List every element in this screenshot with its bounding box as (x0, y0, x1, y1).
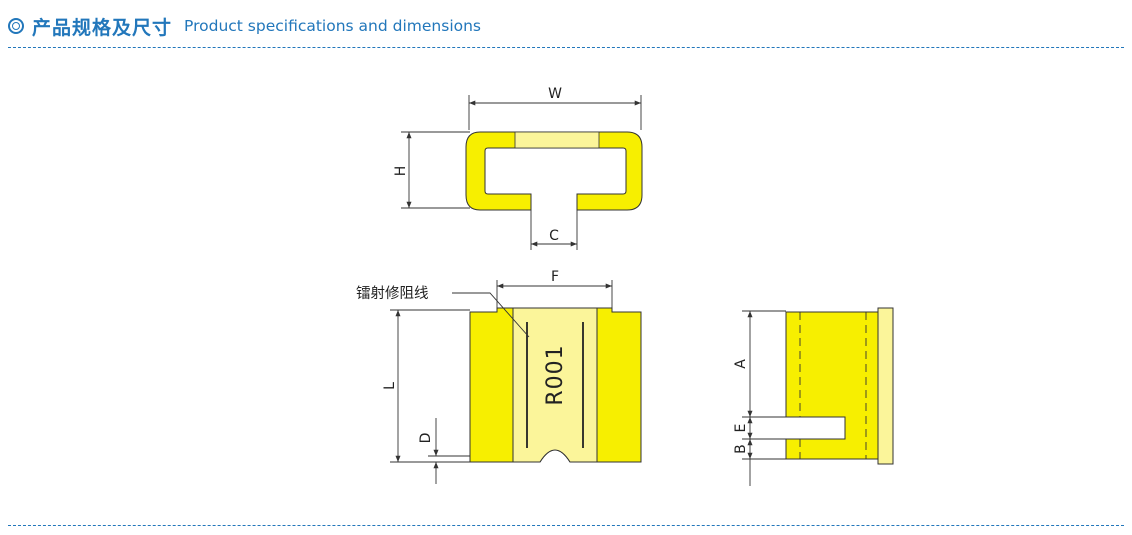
dim-h-label: H (393, 166, 409, 177)
side-view-end-cap (877, 307, 894, 465)
dim-w-label: W (548, 86, 562, 102)
double-circle-icon (8, 18, 24, 34)
top-view: W H C (393, 86, 643, 250)
dim-f-label: F (551, 269, 559, 285)
dim-l-label: L (382, 382, 398, 390)
dim-a-label: A (733, 359, 749, 369)
dim-e-label: E (733, 424, 749, 433)
dim-d-label: D (418, 433, 434, 444)
callout-leader (452, 292, 530, 338)
front-view-center-band (512, 307, 598, 463)
dim-b-label: B (733, 444, 749, 454)
dim-c-label: C (549, 228, 559, 244)
resistor-marking: R001 (543, 344, 568, 405)
section-header: 产品规格及尺寸 Product specifications and dimen… (8, 12, 481, 40)
front-view: R001 镭射修阻线 F L D (356, 269, 642, 484)
section-title-cn: 产品规格及尺寸 (32, 16, 173, 39)
section-title-en: Product specifications and dimensions (184, 17, 482, 35)
side-view: A E B (733, 307, 894, 486)
bottom-divider (8, 525, 1124, 526)
laser-trim-callout: 镭射修阻线 (356, 285, 429, 302)
top-view-center-strip (514, 131, 600, 149)
top-divider (8, 47, 1124, 48)
side-view-body (785, 311, 879, 460)
